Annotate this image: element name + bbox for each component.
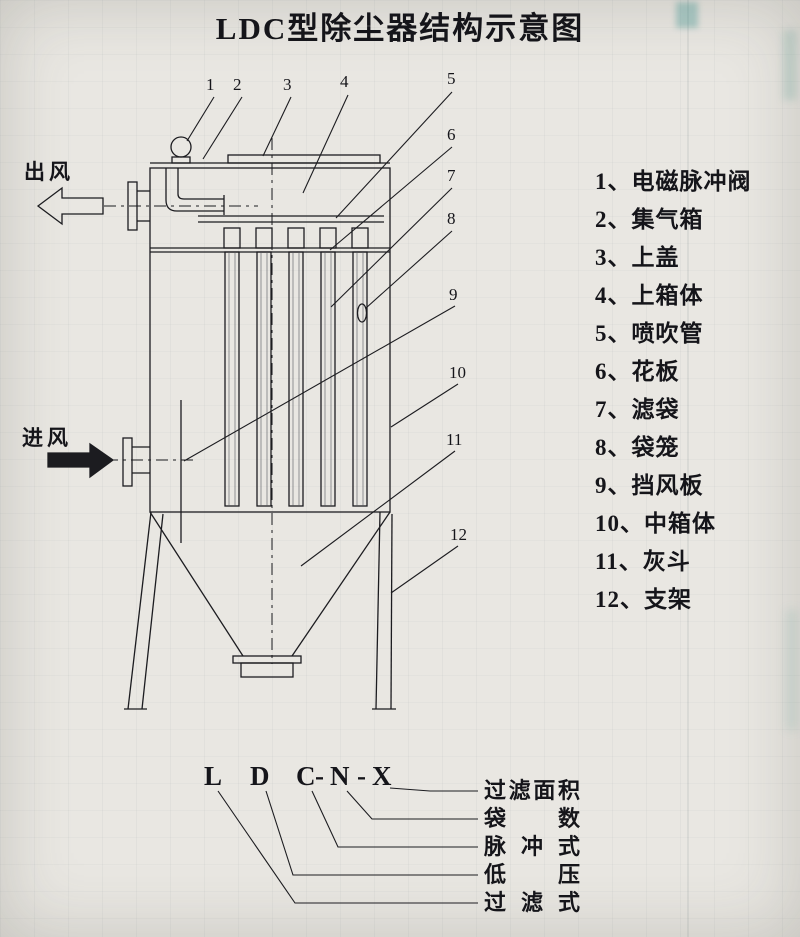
code-annotation-bag-count: 袋数 [484, 806, 580, 831]
outlet-arrow [36, 186, 104, 226]
legend-item-2: 2、集气箱 [595, 207, 704, 232]
model-code-lines [217, 787, 478, 904]
filter-bags [224, 251, 368, 507]
code-hyphen-2: - [357, 761, 366, 791]
code-letter-L: L [204, 761, 223, 791]
code-annotation-filter-area: 过滤面积 [484, 778, 580, 803]
callout-3: 3 [283, 75, 292, 94]
callout-2: 2 [233, 75, 242, 94]
legend-item-4: 4、上箱体 [595, 283, 704, 308]
code-letter-D: D [250, 761, 270, 791]
callout-1: 1 [206, 75, 215, 94]
code-hyphen-1: - [315, 761, 324, 791]
top-cover [227, 154, 381, 164]
legend-item-5: 5、喷吹管 [595, 321, 704, 346]
legend-item-7: 7、滤袋 [595, 397, 680, 422]
code-letter-N: N [330, 761, 350, 791]
callout-8: 8 [447, 209, 456, 228]
callout-7: 7 [447, 166, 456, 185]
code-annotation-pulse-type: 脉冲式 [484, 834, 580, 859]
code-letter-X: X [372, 761, 392, 791]
callout-12: 12 [450, 525, 467, 544]
callout-6: 6 [447, 125, 456, 144]
callout-10: 10 [449, 363, 466, 382]
code-letter-C: C [296, 761, 316, 791]
legend-item-11: 11、灰斗 [595, 549, 691, 574]
callout-9: 9 [449, 285, 458, 304]
hopper [149, 511, 391, 678]
inlet-duct [106, 437, 195, 487]
legend-item-3: 3、上盖 [595, 245, 680, 270]
code-annotation-filter-type: 过滤式 [484, 890, 580, 915]
support-legs [124, 511, 396, 710]
legend-item-8: 8、袋笼 [595, 435, 680, 460]
legend-item-9: 9、挡风板 [595, 473, 704, 498]
inlet-label: 进风 [22, 426, 72, 450]
legend-item-12: 12、支架 [595, 587, 692, 612]
code-annotation-low-pressure: 低压 [484, 862, 580, 887]
outlet-duct [104, 181, 258, 231]
legend-list: 1、电磁脉冲阀 2、集气箱 3、上盖 4、上箱体 5、喷吹管 6、花板 7、滤袋… [595, 163, 752, 619]
legend-item-6: 6、花板 [595, 359, 680, 384]
legend-item-1: 1、电磁脉冲阀 [595, 169, 752, 194]
callout-11: 11 [446, 430, 463, 449]
pulse-valve [170, 136, 192, 164]
gas-collection-pipe [165, 168, 225, 215]
bag-cage-marker [356, 303, 368, 323]
page-title: LDC型除尘器结构示意图 [215, 11, 585, 46]
inlet-arrow [47, 442, 115, 479]
callout-4: 4 [340, 72, 349, 91]
outlet-label: 出风 [24, 160, 74, 184]
callout-5: 5 [447, 69, 456, 88]
legend-item-10: 10、中箱体 [595, 511, 716, 536]
leader-lines [183, 91, 459, 594]
blow-pipes [198, 215, 384, 249]
